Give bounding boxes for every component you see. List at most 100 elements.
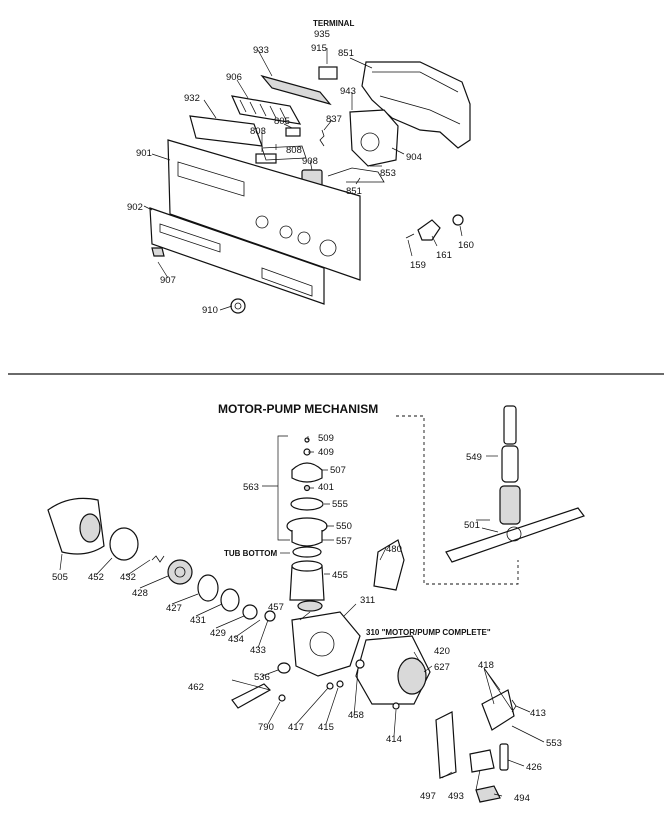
label-805: 805 [274, 116, 290, 127]
bracket-851-part [327, 167, 385, 183]
inlet-505-opening [79, 513, 101, 543]
clip-907-part [151, 247, 165, 257]
label-433: 433 [250, 645, 266, 656]
label-627: 627 [434, 662, 450, 673]
wiring-shield-part [361, 61, 471, 149]
cap-507-part [291, 462, 323, 483]
grommet-458-part [355, 659, 365, 669]
tub-bottom-ring [292, 546, 322, 558]
label-417: 417 [288, 722, 304, 733]
motor-420-end [397, 657, 427, 695]
part-790 [278, 694, 286, 702]
label-159: 159 [410, 260, 426, 271]
label-803: 803 [250, 126, 266, 137]
label-853: 853 [380, 168, 396, 179]
part-161 [417, 219, 441, 241]
control-panel-window [177, 161, 245, 197]
upper-leader-lines [143, 49, 463, 311]
label-935: 935 [314, 29, 330, 40]
bracket-497-part [435, 711, 457, 779]
disc-427-part [197, 574, 219, 602]
label-906: 906 [226, 72, 242, 83]
label-457: 457 [268, 602, 284, 613]
label-431: 431 [190, 615, 206, 626]
pin-426-part [499, 743, 509, 771]
seal-434-part [242, 604, 258, 620]
seal-457-part [297, 600, 323, 612]
control-panel-901-part [167, 139, 361, 281]
knob-910-center [234, 302, 242, 310]
control-panel-group: TERMINAL [127, 19, 474, 316]
label-505: 505 [52, 572, 68, 583]
label-837: 837 [326, 114, 342, 125]
motor-pump-group: MOTOR-PUMP MECHANISM TUB BOTTOM [47, 402, 585, 804]
label-409: 409 [318, 447, 334, 458]
label-915: 915 [311, 43, 327, 54]
label-462: 462 [188, 682, 204, 693]
label-509: 509 [318, 433, 334, 444]
tower-549-mid [501, 445, 519, 483]
label-311: 311 [360, 595, 375, 606]
label-429: 429 [210, 628, 226, 639]
label-933: 933 [253, 45, 269, 56]
washer-433-part [264, 610, 276, 622]
board-906-part [230, 95, 302, 125]
ring-555-part [290, 497, 324, 511]
label-501: 501 [464, 520, 480, 531]
door-panel-detail [159, 223, 313, 297]
label-426: 426 [526, 762, 542, 773]
wiring-shield-detail [372, 71, 461, 125]
label-497: 497 [420, 791, 436, 802]
pump-body-port [309, 631, 335, 657]
lower-leader-lines [59, 436, 545, 797]
knob-910-part [230, 298, 246, 314]
spring-432-part [151, 555, 165, 563]
label-943: 943 [340, 86, 356, 97]
label-904: 904 [406, 152, 422, 163]
bracket-563 [262, 435, 290, 541]
spray-arm-hub [506, 526, 522, 542]
label-401: 401 [318, 482, 334, 493]
shield-480-part [373, 539, 405, 591]
control-knob-d [319, 239, 337, 257]
label-902: 902 [127, 202, 143, 213]
label-907: 907 [160, 275, 176, 286]
seal-401-part [303, 484, 311, 492]
label-557: 557 [336, 536, 352, 547]
label-413: 413 [530, 708, 546, 719]
pin-159-part [405, 233, 415, 239]
clamp-452-part [109, 527, 139, 561]
label-507: 507 [330, 465, 346, 476]
label-536: 536 [254, 672, 270, 683]
mechanism-title: MOTOR-PUMP MECHANISM [218, 402, 378, 416]
label-161: 161 [436, 250, 452, 261]
label-458: 458 [348, 710, 364, 721]
plug-536-part [277, 662, 291, 674]
control-knob-b [279, 225, 293, 239]
spray-arm-boundary [396, 415, 519, 585]
label-420: 420 [434, 646, 450, 657]
terminal-title: TERMINAL [313, 19, 354, 28]
tower-549-top [503, 405, 517, 445]
switch-803-part [255, 153, 277, 164]
board-906-detail [239, 99, 287, 121]
terminal-block-part [318, 66, 338, 80]
label-452: 452 [88, 572, 104, 583]
screw-417-part [326, 682, 334, 690]
mount-418-part [481, 689, 515, 731]
label-432: 432 [120, 572, 136, 583]
screw-415-part [336, 680, 344, 688]
label-932: 932 [184, 93, 200, 104]
impeller-428-center [174, 566, 186, 578]
spray-arm-501-part [445, 507, 585, 563]
spring-837-part [319, 129, 325, 147]
label-455: 455 [332, 570, 348, 581]
housing-455-top [291, 560, 323, 572]
label-790: 790 [258, 722, 274, 733]
washer-160-part [452, 214, 464, 226]
label-851-upper: 851 [338, 48, 354, 59]
label-428: 428 [132, 588, 148, 599]
control-knob-a [255, 215, 269, 229]
label-414: 414 [386, 734, 402, 745]
